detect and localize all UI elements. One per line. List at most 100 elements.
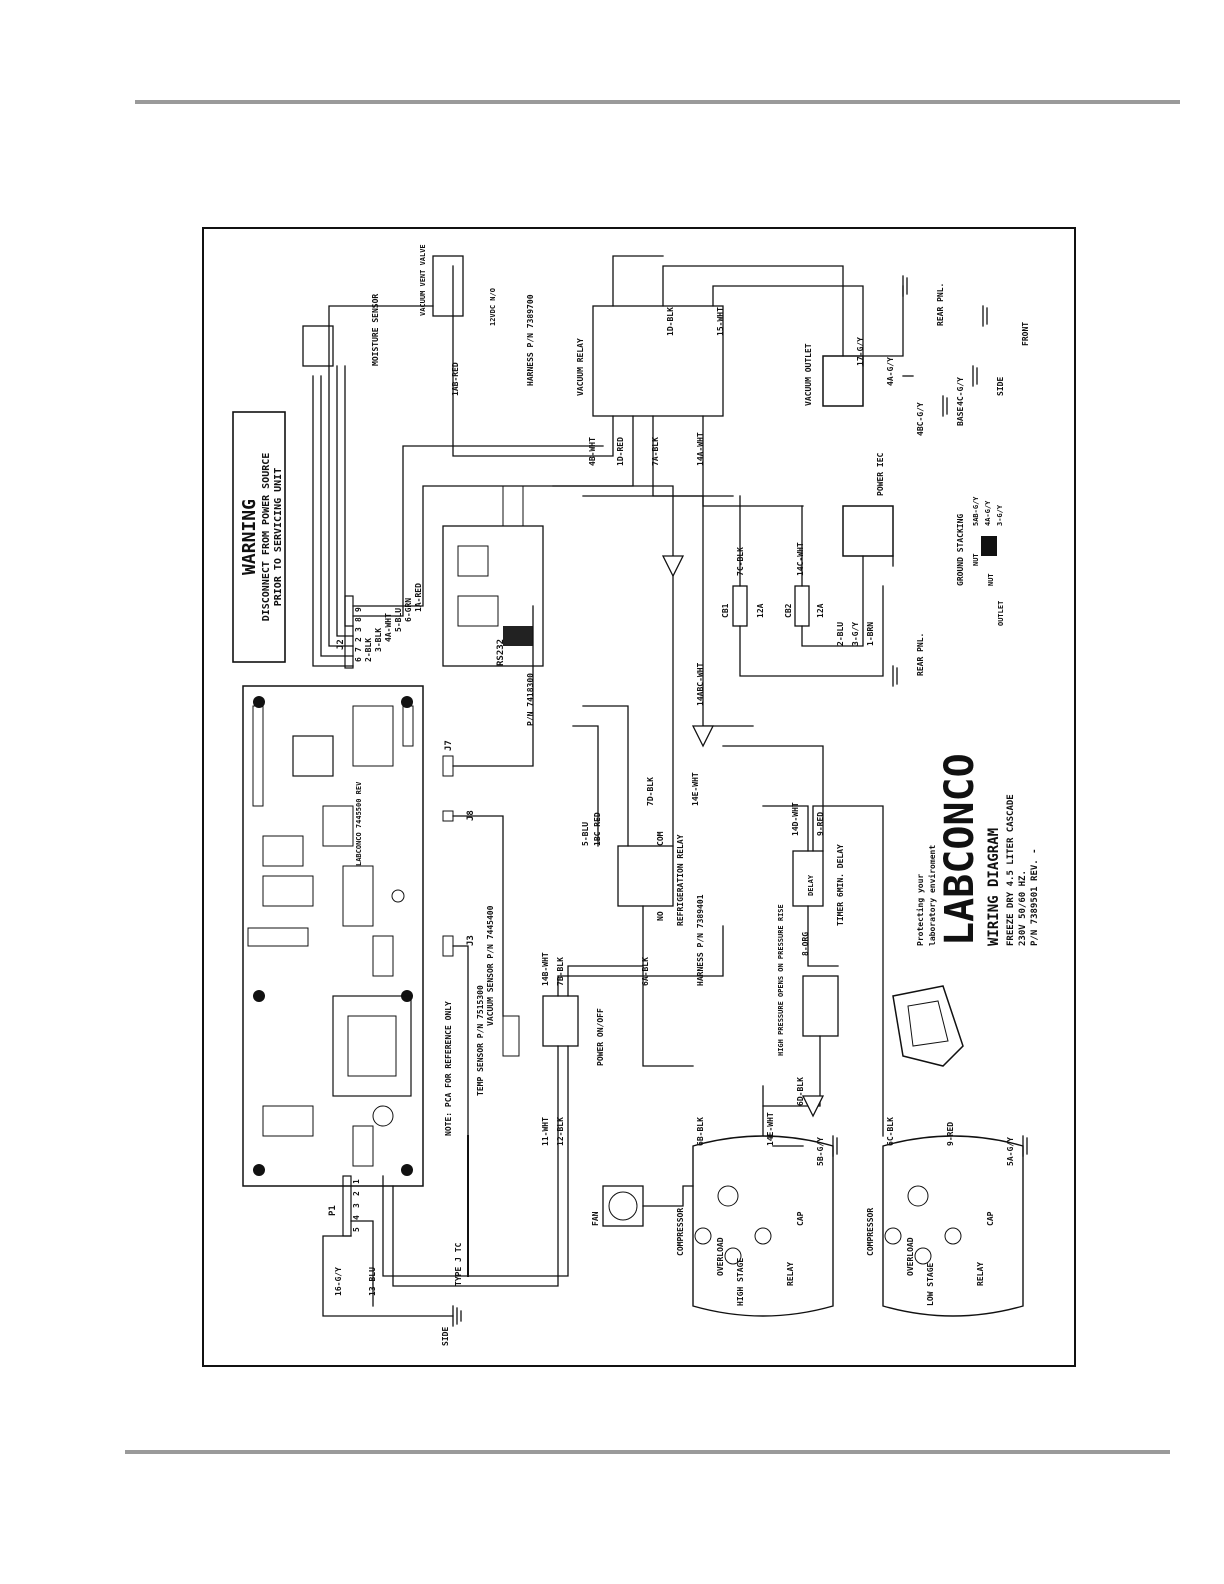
svg-text:1: 1 — [352, 1179, 361, 1184]
moisture-sensor-label: MOISTURE SENSOR — [371, 294, 380, 366]
top-rule — [135, 100, 1180, 104]
high-overload-label: OVERLOAD — [716, 1237, 725, 1276]
control-pcb: LABCONCO 7445500 REV — [242, 685, 424, 1187]
j3-label: J3 — [466, 935, 476, 946]
diagram-line2: 230V 50/60 HZ. — [1018, 870, 1028, 946]
power-onoff-label: POWER ON/OFF — [596, 1008, 605, 1066]
high-compressor-label: COMPRESSOR — [676, 1208, 685, 1256]
timer-label: TIMER 6MIN. DELAY — [836, 844, 845, 926]
warning-title: WARNING — [239, 499, 260, 575]
j2-wire-labels: 2-BLK 3-BLK 4A-WHT 5-BLU 6-GRN 1A-RED — [364, 583, 423, 662]
side-ground-label: SIDE — [441, 1327, 450, 1346]
wire-7d-blk: 7D-BLK — [646, 777, 655, 806]
base-label: BASE — [956, 407, 965, 426]
moisture-sensor — [302, 325, 334, 367]
svg-text:7: 7 — [354, 647, 363, 652]
svg-text:3-G/Y: 3-G/Y — [996, 504, 1004, 526]
svg-text:2: 2 — [352, 1191, 361, 1196]
flow-arrows — [661, 555, 825, 1118]
high-stage-label: HIGH STAGE — [736, 1258, 745, 1306]
wire-5b-gy: 5B-G/Y — [816, 1137, 825, 1166]
svg-text:9: 9 — [354, 607, 363, 612]
wire-4c-gy: 4C-G/Y — [956, 377, 965, 406]
harness-2-label: HARNESS P/N 7389401 — [696, 894, 705, 986]
wire-14d-wht: 14D-WHT — [791, 802, 800, 836]
high-cap-label: CAP — [796, 1211, 805, 1226]
wire-6a-blk: 6A-BLK — [641, 957, 650, 986]
svg-text:2: 2 — [354, 637, 363, 642]
low-cap-label: CAP — [986, 1211, 995, 1226]
refrigeration-relay — [617, 845, 674, 907]
wire-3-gy: 3-G/Y — [851, 622, 860, 646]
side-label: SIDE — [996, 377, 1005, 396]
wire-12-blk: 12-BLK — [556, 1117, 565, 1146]
p1-connector — [342, 1175, 352, 1237]
fan-label: FAN — [591, 1211, 600, 1226]
bottom-rule — [125, 1450, 1170, 1454]
j3-connector — [442, 935, 454, 957]
vacuum-vent-valve — [432, 255, 464, 317]
vacuum-sensor — [502, 1015, 520, 1057]
j2-connector — [344, 595, 354, 669]
tagline-2: laboratory enviroment — [927, 845, 937, 946]
relay-com-label: COM — [656, 831, 665, 846]
low-stage-compressor — [882, 1135, 1024, 1317]
power-iec — [842, 505, 894, 557]
wire-14abc-wht: 14ABC-WHT — [696, 662, 705, 706]
wire-2-blu: 2-BLU — [836, 622, 845, 646]
warning-line2: PRIOR TO SERVICING UNIT — [273, 468, 284, 606]
wire-14e-wht-2: 14E-WHT — [766, 1112, 775, 1146]
low-relay-label: RELAY — [976, 1262, 985, 1286]
svg-text:6: 6 — [354, 657, 363, 662]
wire-5a-gy: 5A-G/Y — [1006, 1137, 1015, 1166]
warning-line1: DISCONNECT FROM POWER SOURCE — [261, 453, 272, 622]
wire-6d-blk: 6D-BLK — [796, 1077, 805, 1106]
svg-text:5-BLU: 5-BLU — [394, 608, 403, 632]
cb2 — [794, 585, 810, 627]
cb2-amps: 12A — [816, 603, 825, 618]
wire-6b-blk: 6B-BLK — [696, 1117, 705, 1146]
p1-wire-16gy: 16-G/Y — [334, 1267, 343, 1296]
j7-connector — [442, 755, 454, 777]
j7-label: J7 — [444, 740, 454, 751]
labconco-logo — [892, 985, 964, 1067]
wire-9-red-2: 9-RED — [946, 1122, 955, 1146]
power-onoff-switch — [542, 995, 579, 1047]
j8-connector — [442, 810, 454, 822]
rear-pnl-label-2: REAR PNL. — [916, 633, 925, 676]
high-relay-label: RELAY — [786, 1262, 795, 1286]
vacuum-relay — [592, 305, 724, 417]
diagram-border — [202, 227, 1076, 1367]
svg-text:6-GRN: 6-GRN — [404, 598, 413, 622]
svg-text:5: 5 — [352, 1227, 361, 1232]
high-pressure-label: HIGH PRESSURE OPENS ON PRESSURE RISE — [777, 904, 785, 1056]
ground-stacking-label: GROUND STACKING — [956, 514, 965, 586]
timer-delay: DELAY — [807, 874, 815, 896]
wire-4a-gy: 4A-G/Y — [886, 357, 895, 386]
low-compressor-label: COMPRESSOR — [866, 1208, 875, 1256]
type-j-label: TYPE J TC — [454, 1242, 463, 1286]
wire-8-org: 8-ORG — [801, 932, 810, 956]
j2-label: J2 — [336, 639, 346, 650]
wire-1-brn: 1-BRN — [866, 622, 875, 646]
diagram-title: WIRING DIAGRAM — [986, 828, 1002, 946]
wire-7b-blk: 7B-BLK — [556, 957, 565, 986]
wire-11-wht: 11-WHT — [541, 1117, 550, 1146]
diagram-line3: P/N 7389501 REV. - — [1030, 848, 1040, 946]
pca-note: NOTE: PCA FOR REFERENCE ONLY — [444, 1001, 453, 1136]
p1-label: P1 — [328, 1205, 338, 1216]
cb1 — [732, 585, 748, 627]
wire-network — [312, 255, 914, 1317]
rs232-pn: P/N 7418300 — [526, 673, 535, 726]
nut-label-1: NUT — [972, 553, 980, 566]
cb1-label: CB1 — [721, 603, 730, 618]
rs232-module — [442, 485, 544, 667]
svg-text:1A-RED: 1A-RED — [414, 583, 423, 612]
ground-symbols — [452, 275, 1028, 1327]
ground-stack-bar — [981, 536, 997, 556]
ground-stack-wires: 5AB-G/Y 4A-G/Y 3-G/Y — [972, 496, 1004, 526]
wire-4b-wht: 4B-WHT — [588, 437, 597, 466]
svg-text:4A-G/Y: 4A-G/Y — [984, 500, 992, 526]
refrigeration-relay-label: REFRIGERATION RELAY — [676, 834, 685, 926]
